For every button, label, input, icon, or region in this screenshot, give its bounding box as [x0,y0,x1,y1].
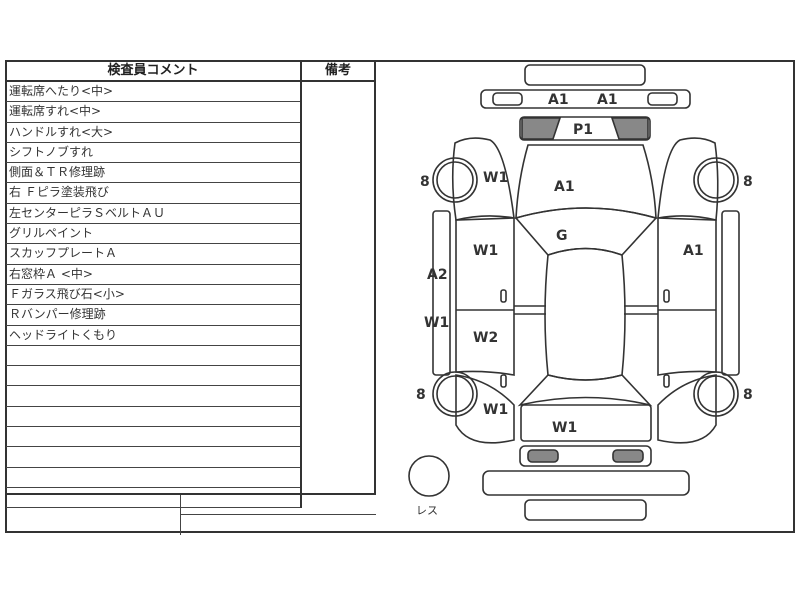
right-doors [657,215,717,376]
comment-row: スカッフプレートＡ [6,244,300,265]
comment-row: 左センターピラＳベルトＡＵ [6,204,300,225]
comment-row: Ｒバンパー修理跡 [6,305,300,326]
rear-panel [519,445,652,467]
label-tire-rf: 8 [743,174,753,190]
tire-left-rear [436,375,474,413]
taillight-right [612,449,644,463]
right-rear-fender [657,374,717,444]
comment-rows: 運転席へたり<中>運転席すれ<中>ハンドルすれ<大>シフトノブすれ側面＆ＴＲ修理… [6,82,302,509]
label-front-bumper-right: A1 [597,92,618,108]
left-doors [455,215,515,376]
rear-bumper [482,470,690,496]
label-left-rear-fender: W1 [483,402,508,418]
label-tire-rr: 8 [743,387,753,403]
left-front-fender [451,137,515,221]
comment-row: 側面＆ＴＲ修理跡 [6,163,300,184]
tire-left-front [436,161,474,199]
headlight-left [492,92,523,106]
rear-guard [524,499,647,521]
roof [544,247,626,381]
comment-row: ヘッドライトくもり [6,326,300,346]
remarks-header: 備考 [302,62,376,82]
comment-row [6,346,300,367]
label-hood: A1 [554,179,575,195]
label-tire-lf: 8 [420,174,430,190]
comment-row: Ｆガラス飛び石<小> [6,285,300,306]
label-grille: P1 [573,122,593,138]
comment-header: 検査員コメント [6,62,302,82]
remarks-column [302,82,376,493]
label-front-bumper-left: A1 [548,92,569,108]
label-left-rear-door: W2 [473,330,498,346]
front-guard [524,64,646,86]
grille [519,116,651,141]
fog-lamp-right [610,117,649,140]
inspection-sheet [5,60,795,533]
right-front-fender [657,137,719,221]
label-left-front-door: W1 [473,243,498,259]
door-handle [500,374,507,388]
comment-row [6,468,300,488]
label-trunk: W1 [552,420,577,436]
comment-row: グリルペイント [6,224,300,245]
rear-window [517,374,653,407]
tire-right-front [697,161,735,199]
comment-row: 運転席へたり<中> [6,82,300,103]
comment-row: 運転席すれ<中> [6,102,300,123]
table-footer [6,493,376,535]
comment-row [6,366,300,387]
comment-row [6,407,300,428]
taillight-left [527,449,559,463]
door-handle [500,289,507,303]
label-tire-lr: 8 [416,387,426,403]
headlight-right [647,92,678,106]
label-left-front-fender: W1 [483,170,508,186]
comment-row: 右窓枠Ａ <中> [6,265,300,285]
spare-tire [408,455,450,497]
comment-row [6,427,300,448]
comment-row: 右 Ｆピラ塗装飛び [6,183,300,204]
left-rear-fender [455,374,515,444]
door-handle [663,374,670,388]
door-handle [663,289,670,303]
comment-row: シフトノブすれ [6,143,300,164]
comment-row [6,447,300,468]
label-left-sill-lower: W1 [424,315,449,331]
left-sill [432,210,451,376]
tire-right-rear [697,375,735,413]
label-left-sill-upper: A2 [427,267,448,283]
label-spare: レス [416,504,438,517]
label-right-front-door: A1 [683,243,704,259]
fog-lamp-left [521,117,562,140]
label-windshield: G [556,228,568,244]
comment-row [6,386,300,407]
trunk [520,404,652,442]
comment-row [6,488,300,509]
right-sill [721,210,740,376]
front-bumper [480,89,691,109]
hood [515,144,657,220]
comment-row: ハンドルすれ<大> [6,123,300,143]
